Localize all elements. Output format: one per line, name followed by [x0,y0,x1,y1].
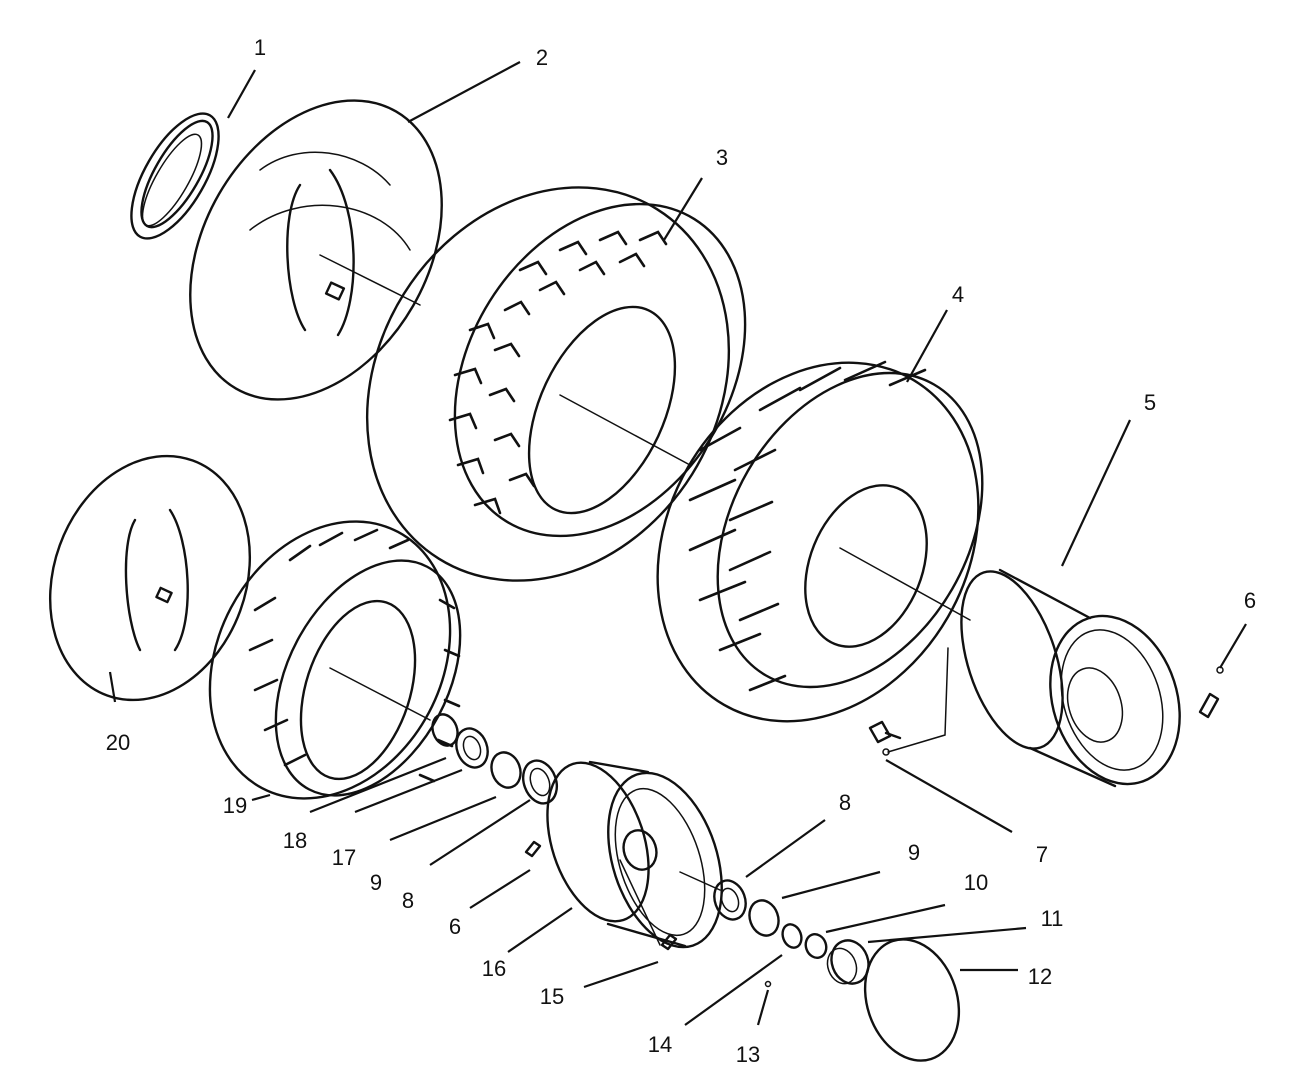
turf-tire-part-3 [365,186,747,582]
callout-labels: 1 2 3 4 5 6 6 7 8 8 9 9 10 11 12 13 14 1… [106,35,1256,1067]
callout-20: 20 [106,730,130,755]
valve-stem-part-6-left [524,840,542,858]
callout-12: 12 [1028,964,1052,989]
alignment-lines [319,254,971,946]
callout-13: 13 [736,1042,760,1067]
callout-3: 3 [716,145,728,170]
callout-16: 16 [482,956,506,981]
bearing-cup-part-8-left [521,759,559,805]
callout-4: 4 [952,282,964,307]
cover-part-12 [863,938,961,1062]
callout-2: 2 [536,45,548,70]
callout-17: 17 [332,845,356,870]
callout-6-right: 6 [1244,588,1256,613]
cotter-pin-part-13 [764,980,772,988]
fitting-part-15 [660,933,678,951]
callout-9-left: 9 [370,870,382,895]
spacer-part-18 [431,713,459,747]
callout-15: 15 [540,984,564,1009]
callout-8-left: 8 [402,888,414,913]
nut-part-10 [804,933,828,959]
bearing-cone-part-9-left [490,751,522,789]
callout-leaders [108,61,1247,1026]
callout-14: 14 [648,1032,672,1057]
bearing-part-17 [455,727,489,769]
hub-cap-part-11 [826,939,870,985]
callout-7: 7 [1036,842,1048,867]
callout-6-left: 6 [449,914,461,939]
callout-9-right: 9 [908,840,920,865]
lug-tire-part-4 [656,360,984,723]
front-tire-part-19 [208,520,462,800]
bearing-cone-part-9-right [748,899,780,937]
bearing-cup-part-8-right [713,879,747,921]
valve-stem-part-6-right [1198,666,1224,719]
callout-10: 10 [964,870,988,895]
rear-rim-part-5 [960,568,1181,788]
rim-ring-part-1 [130,112,220,240]
front-inner-tube-part-20 [48,454,252,702]
callout-5: 5 [1144,390,1156,415]
callout-1: 1 [254,35,266,60]
callout-18: 18 [283,828,307,853]
washer-part-14 [781,923,803,949]
inner-tube-part-2 [189,99,443,401]
callout-11: 11 [1041,906,1064,931]
callout-19: 19 [223,793,247,818]
front-rim-part-16 [546,760,723,949]
callout-8-right: 8 [839,790,851,815]
